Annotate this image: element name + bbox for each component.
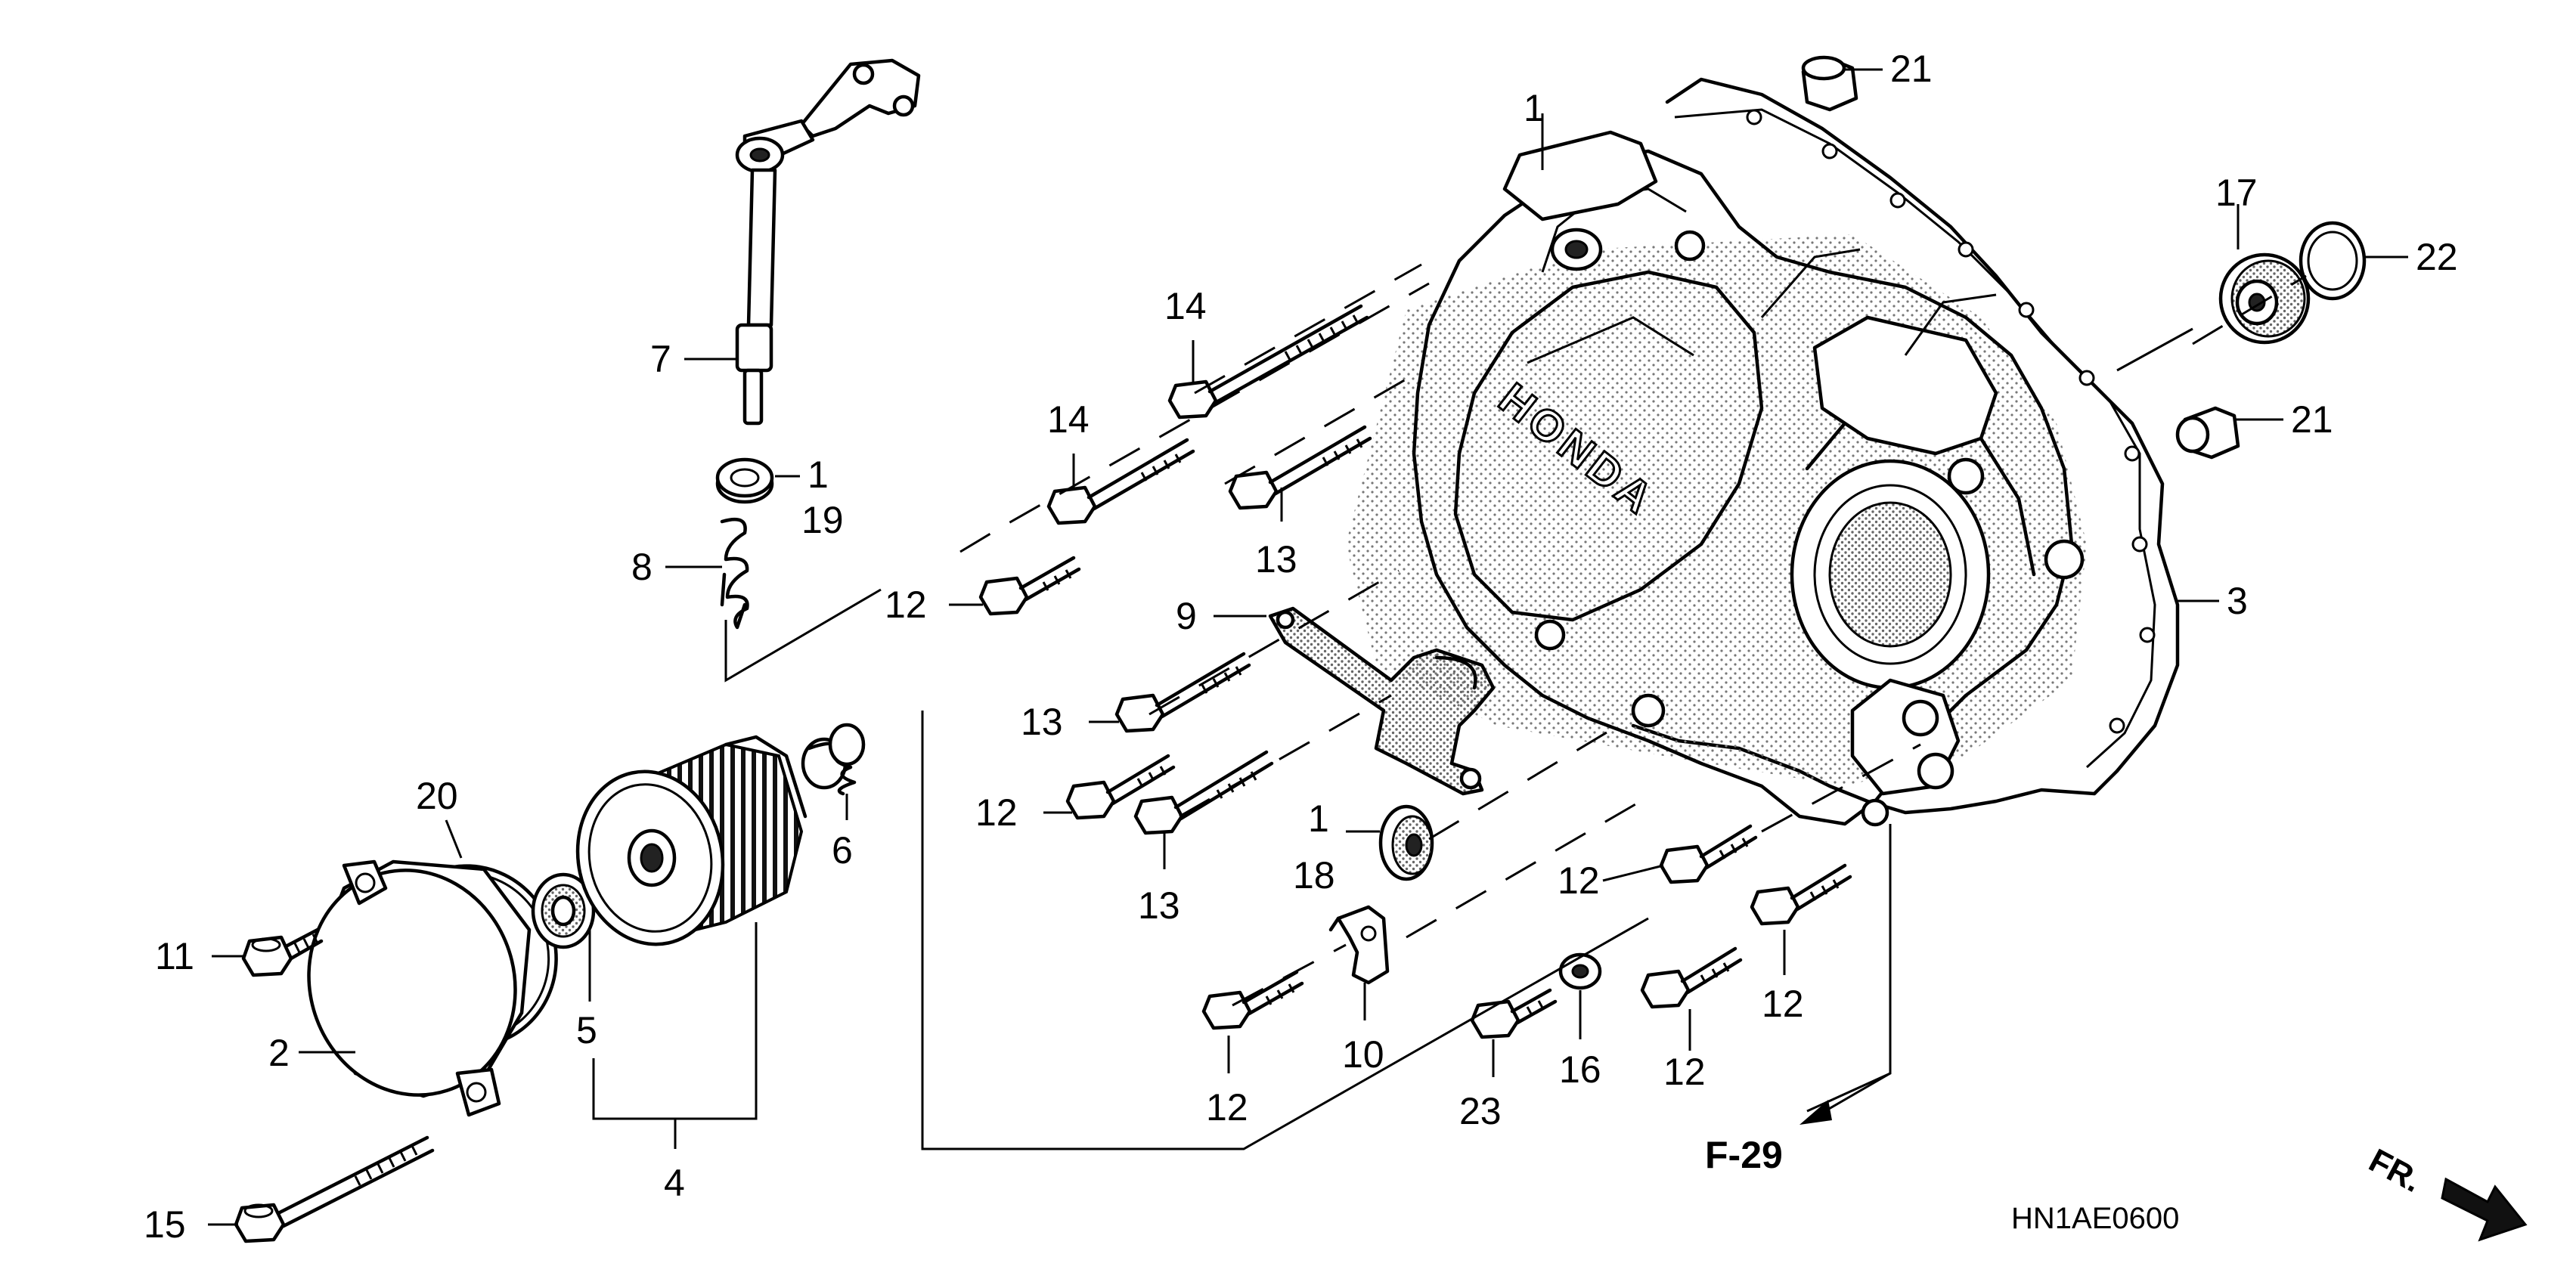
bolt-14-lower-illustration — [1046, 438, 1195, 525]
bolt-12-bottom-illustration — [1201, 970, 1304, 1030]
label-13-lower: 13 — [1138, 884, 1180, 927]
bolt-13-middle-illustration — [1114, 652, 1251, 733]
label-22: 22 — [2416, 236, 2458, 278]
return-spring-illustration — [720, 517, 749, 630]
bolt-14-upper-illustration — [1167, 304, 1369, 420]
filter-cover-illustration — [307, 859, 558, 1117]
reference-f29: F-29 — [1705, 1134, 1783, 1176]
front-marker-text: FR. — [2363, 1142, 2428, 1200]
label-2: 2 — [268, 1032, 290, 1074]
oil-filter-illustration — [575, 735, 808, 946]
dowel-21-top-illustration — [1801, 55, 1858, 112]
label-1-grommet: 1 — [1308, 797, 1329, 840]
label-18: 18 — [1293, 854, 1335, 896]
bolt-23-illustration — [1470, 988, 1558, 1039]
label-13-upper: 13 — [1255, 538, 1297, 581]
callout-labels: 21 1 17 22 21 3 7 14 14 1 19 8 13 12 9 1… — [144, 48, 2458, 1246]
bolt-12-right-lower-illustration — [1750, 863, 1852, 926]
bearing-17-illustration — [2218, 252, 2311, 345]
bolt-12-middle-illustration — [1065, 754, 1176, 820]
spring-6-illustration — [801, 723, 866, 796]
cover-gasket — [1631, 77, 2180, 815]
label-16: 16 — [1559, 1048, 1601, 1091]
clamp-10-illustration — [1328, 905, 1390, 985]
label-5: 5 — [576, 1009, 597, 1051]
cover-body — [1412, 149, 2074, 826]
bolt-13-upper-illustration — [1228, 425, 1372, 510]
bolt-12-bottom-right-illustration — [1640, 946, 1743, 1009]
f29-reference-arrow — [1799, 1072, 1891, 1125]
label-3: 3 — [2227, 580, 2248, 622]
label-15: 15 — [144, 1203, 186, 1246]
bolt-12-right-upper-illustration — [1659, 824, 1758, 884]
label-21-right: 21 — [2291, 398, 2333, 441]
label-9: 9 — [1176, 595, 1197, 637]
bolt-15-illustration — [234, 1135, 435, 1243]
front-direction-arrow: FR. — [2363, 1142, 2528, 1242]
gasket-bolt-holes — [1746, 109, 2156, 734]
grommet-18-illustration — [1378, 804, 1434, 881]
label-14-lower: 14 — [1047, 398, 1090, 441]
label-8: 8 — [631, 546, 653, 588]
label-12-right-upper: 12 — [1558, 859, 1600, 902]
shift-spindle-illustration — [735, 58, 921, 426]
bolt-12-left-illustration — [978, 556, 1081, 616]
bolt-13-lower-illustration — [1133, 750, 1274, 835]
bolt-11-illustration — [241, 927, 324, 977]
label-14-upper: 14 — [1164, 285, 1207, 327]
label-1-seal: 1 — [808, 454, 829, 496]
label-12-left: 12 — [885, 584, 927, 626]
label-12-bottom: 12 — [1206, 1086, 1248, 1129]
label-11: 11 — [155, 935, 194, 977]
dowel-21-right-illustration — [2175, 406, 2240, 460]
crankcase-cover-illustration: HONDA — [1346, 77, 2180, 827]
label-12-bottom-right: 12 — [1663, 1051, 1706, 1093]
label-7: 7 — [650, 338, 671, 380]
washer-16-illustration — [1558, 952, 1602, 990]
leader-lines — [208, 68, 2408, 1226]
label-13-middle: 13 — [1021, 701, 1063, 743]
label-20: 20 — [416, 775, 458, 817]
label-6: 6 — [832, 829, 853, 872]
seal-5-illustration — [531, 872, 596, 949]
label-1-top: 1 — [1524, 87, 1545, 129]
oil-seal-19-illustration — [715, 457, 774, 504]
label-12-middle: 12 — [975, 791, 1018, 834]
label-21-top: 21 — [1890, 48, 1933, 90]
label-19: 19 — [801, 499, 844, 541]
label-23: 23 — [1459, 1090, 1502, 1132]
label-12-right-lower: 12 — [1762, 983, 1804, 1025]
label-17: 17 — [2215, 172, 2258, 214]
label-4: 4 — [664, 1162, 685, 1204]
diagram-code: HN1AE0600 — [2011, 1202, 2179, 1235]
circlip-22-illustration — [2299, 221, 2367, 301]
assembly-lines — [724, 263, 2307, 1150]
label-10: 10 — [1342, 1033, 1384, 1076]
